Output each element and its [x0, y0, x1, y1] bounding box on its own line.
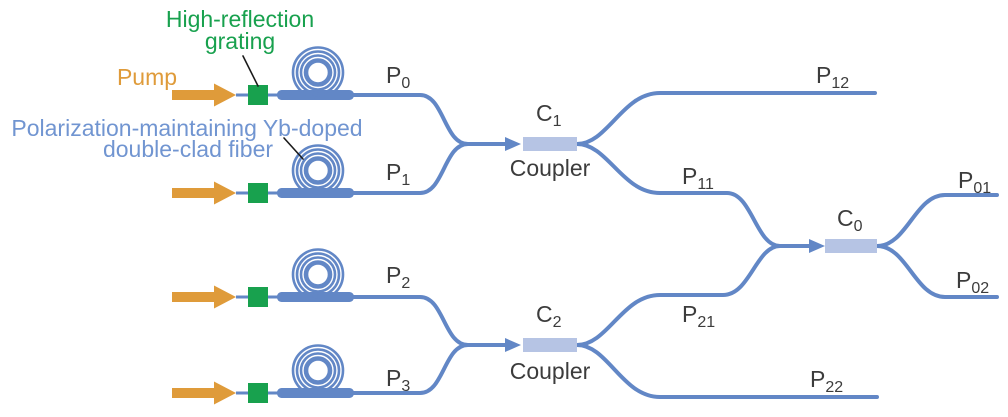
grating-label-line1: High-reflection	[166, 6, 314, 32]
hr-grating-square	[248, 183, 268, 203]
fiber-path-p02	[875, 244, 999, 299]
fiber-pointer-line	[283, 137, 304, 160]
label-p11: P11	[682, 163, 714, 193]
pump-label: Pump	[117, 64, 177, 90]
label-p1: P1	[386, 159, 410, 189]
c1-input-arrowhead	[505, 137, 521, 151]
fiber-path-p3	[351, 343, 470, 395]
c0-input-arrowhead	[809, 239, 825, 253]
fiber-path-p01	[875, 193, 999, 248]
hr-grating-square	[248, 287, 268, 307]
laser-channel-row-1	[172, 46, 354, 107]
caption-coupler-c1: Coupler	[510, 155, 591, 181]
coupler-c1-box	[523, 137, 577, 151]
fiber-coil	[291, 248, 345, 301]
caption-coupler-c2: Coupler	[510, 358, 591, 384]
label-c2: C2	[536, 301, 562, 331]
label-c1: C1	[536, 100, 562, 130]
fiber-path-p2	[351, 295, 510, 347]
hr-grating-square	[248, 383, 268, 403]
label-c0: C0	[837, 205, 863, 235]
fiber-path-p0	[351, 93, 510, 146]
fiber-path-p21	[575, 244, 782, 347]
fiber-coil	[291, 46, 345, 99]
label-p01: P01	[958, 167, 991, 197]
fiber-path-p22	[575, 343, 879, 399]
laser-channel-row-4	[172, 344, 354, 405]
fiber-path-p11	[575, 142, 814, 248]
fiber-coil	[291, 144, 345, 197]
fiber-path-p12	[575, 91, 877, 146]
laser-channel-row-3	[172, 248, 354, 309]
pump-arrow	[172, 181, 236, 205]
label-p12: P12	[816, 62, 849, 92]
coupler-c0-box	[825, 239, 877, 253]
pump-arrow	[172, 381, 236, 405]
pump-arrow	[172, 83, 236, 107]
fiber-label-line1: Polarization-maintaining Yb-doped	[11, 115, 362, 141]
label-p0: P0	[386, 62, 410, 92]
grating-pointer-line	[242, 55, 259, 87]
label-p22: P22	[810, 366, 843, 396]
coupler-c2-box	[523, 338, 577, 352]
fiber-coil	[291, 344, 345, 397]
label-p02: P02	[956, 267, 989, 297]
c2-input-arrowhead	[505, 338, 521, 352]
hr-grating-square	[248, 85, 268, 105]
grating-label-line2: grating	[205, 28, 275, 54]
label-p3: P3	[386, 365, 410, 395]
label-p21: P21	[682, 301, 715, 331]
fiber-label-line2: double-clad fiber	[103, 136, 273, 162]
pump-arrow	[172, 285, 236, 309]
label-p2: P2	[386, 262, 410, 292]
fiber-path-p1	[351, 142, 470, 195]
laser-channel-row-2	[172, 144, 354, 205]
fiber-network	[351, 91, 999, 399]
